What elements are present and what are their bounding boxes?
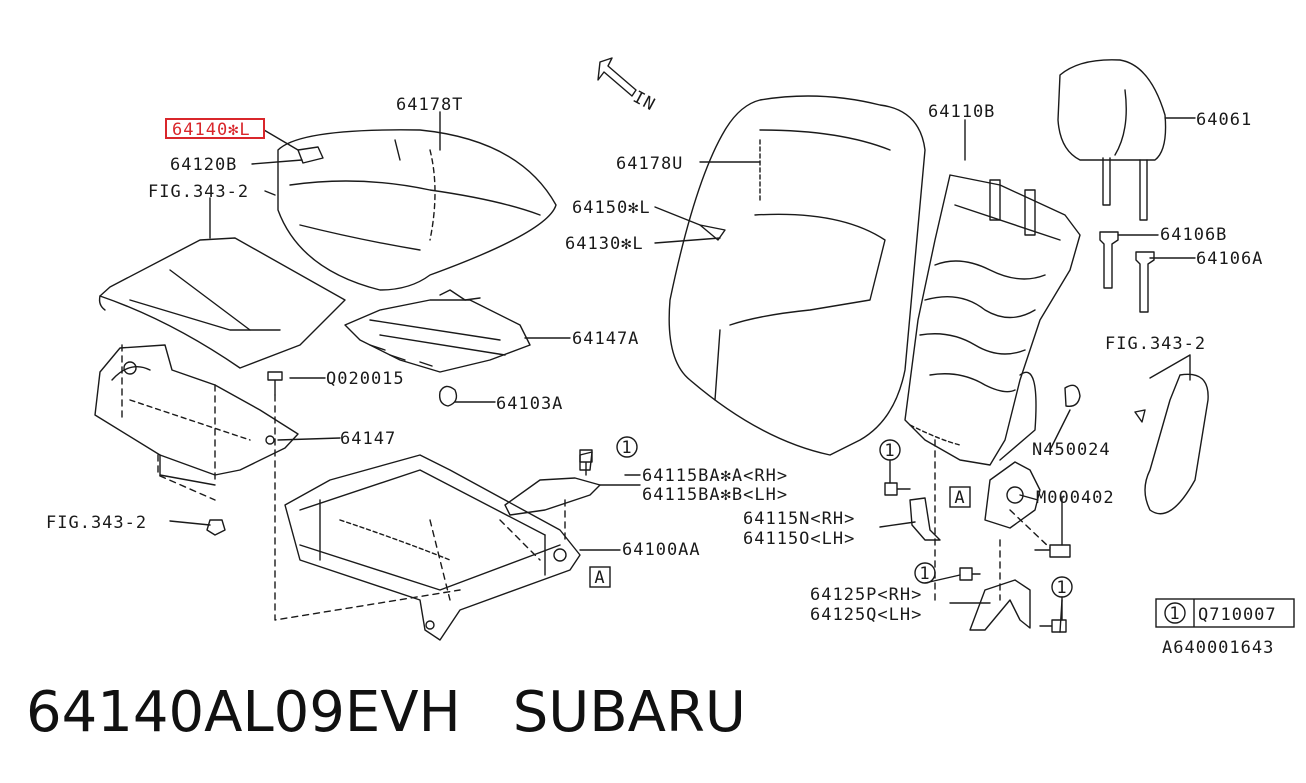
label-64115ba-b: 64115BA✻B<LH> xyxy=(642,485,788,505)
circle-marker-3: 1 xyxy=(919,564,930,584)
label-64178t: 64178T xyxy=(396,95,463,115)
seat-cushion-cover xyxy=(98,237,346,369)
seat-side-frame xyxy=(94,344,299,486)
guide-lines xyxy=(121,344,1051,621)
circle-marker-2: 1 xyxy=(884,441,895,461)
circle-marker-4: 1 xyxy=(1056,578,1067,598)
direction-arrow-icon xyxy=(597,57,637,97)
bolt-part xyxy=(267,371,283,396)
headrest-guide-b xyxy=(1099,231,1119,289)
circle-marker-1: 1 xyxy=(621,438,632,458)
clip-part xyxy=(438,385,458,407)
label-64120b: 64120B xyxy=(170,155,237,175)
seat-lower-frame xyxy=(284,451,601,641)
label-64115o: 64115O<LH> xyxy=(743,529,855,549)
headrest-guide-a xyxy=(1135,251,1155,313)
side-cover xyxy=(1134,373,1209,515)
label-fig-343-2-b: FIG.343-2 xyxy=(46,513,147,533)
bracket-64115n xyxy=(909,497,941,541)
part-number: 64140AL09EVH xyxy=(26,680,461,745)
label-64178u: 64178U xyxy=(616,154,683,174)
label-n450024: N450024 xyxy=(1032,440,1111,460)
label-64103a: 64103A xyxy=(496,394,563,414)
label-64140l: 64140✻L xyxy=(172,120,251,140)
label-64150l: 64150✻L xyxy=(572,198,651,218)
seat-back-pad xyxy=(668,95,926,456)
label-64125p: 64125P<RH> xyxy=(810,585,922,605)
bracket-64125p xyxy=(969,579,1031,631)
direction-label: IN xyxy=(630,87,659,115)
label-64147a: 64147A xyxy=(572,329,639,349)
label-fig-343-2-a: FIG.343-2 xyxy=(148,182,249,202)
label-diagram-id: A640001643 xyxy=(1162,638,1274,658)
brand-name: SUBARU xyxy=(512,680,746,745)
label-64115ba-a: 64115BA✻A<RH> xyxy=(642,466,788,486)
label-64106b: 64106B xyxy=(1160,225,1227,245)
section-marker-2: A xyxy=(954,488,965,508)
seat-cushion-pad xyxy=(277,129,557,291)
headrest xyxy=(1057,59,1167,221)
label-q020015: Q020015 xyxy=(326,369,405,389)
label-64125q: 64125Q<LH> xyxy=(810,605,922,625)
parts-diagram: 1 1 1 1 1 A A IN 64140✻L 64178T 64120B F… xyxy=(46,57,1295,658)
label-64106a: 64106A xyxy=(1196,249,1263,269)
label-q710007: Q710007 xyxy=(1198,605,1277,625)
label-64110b: 64110B xyxy=(928,102,995,122)
section-marker-1: A xyxy=(594,568,605,588)
seat-spring-mat xyxy=(344,289,531,373)
label-64061: 64061 xyxy=(1196,110,1252,130)
highlight-box xyxy=(165,118,265,139)
section-markers xyxy=(589,486,971,588)
label-64115n: 64115N<RH> xyxy=(743,509,855,529)
circle-marker-5: 1 xyxy=(1169,604,1180,624)
caption: 64140AL09EVH SUBARU xyxy=(26,680,746,760)
seat-back-frame xyxy=(904,174,1081,466)
circle-markers xyxy=(616,436,1295,628)
label-fig-343-2-c: FIG.343-2 xyxy=(1105,334,1206,354)
label-64130l: 64130✻L xyxy=(565,234,644,254)
label-64147: 64147 xyxy=(340,429,396,449)
label-64100aa: 64100AA xyxy=(622,540,701,560)
label-m000402: M000402 xyxy=(1036,488,1115,508)
